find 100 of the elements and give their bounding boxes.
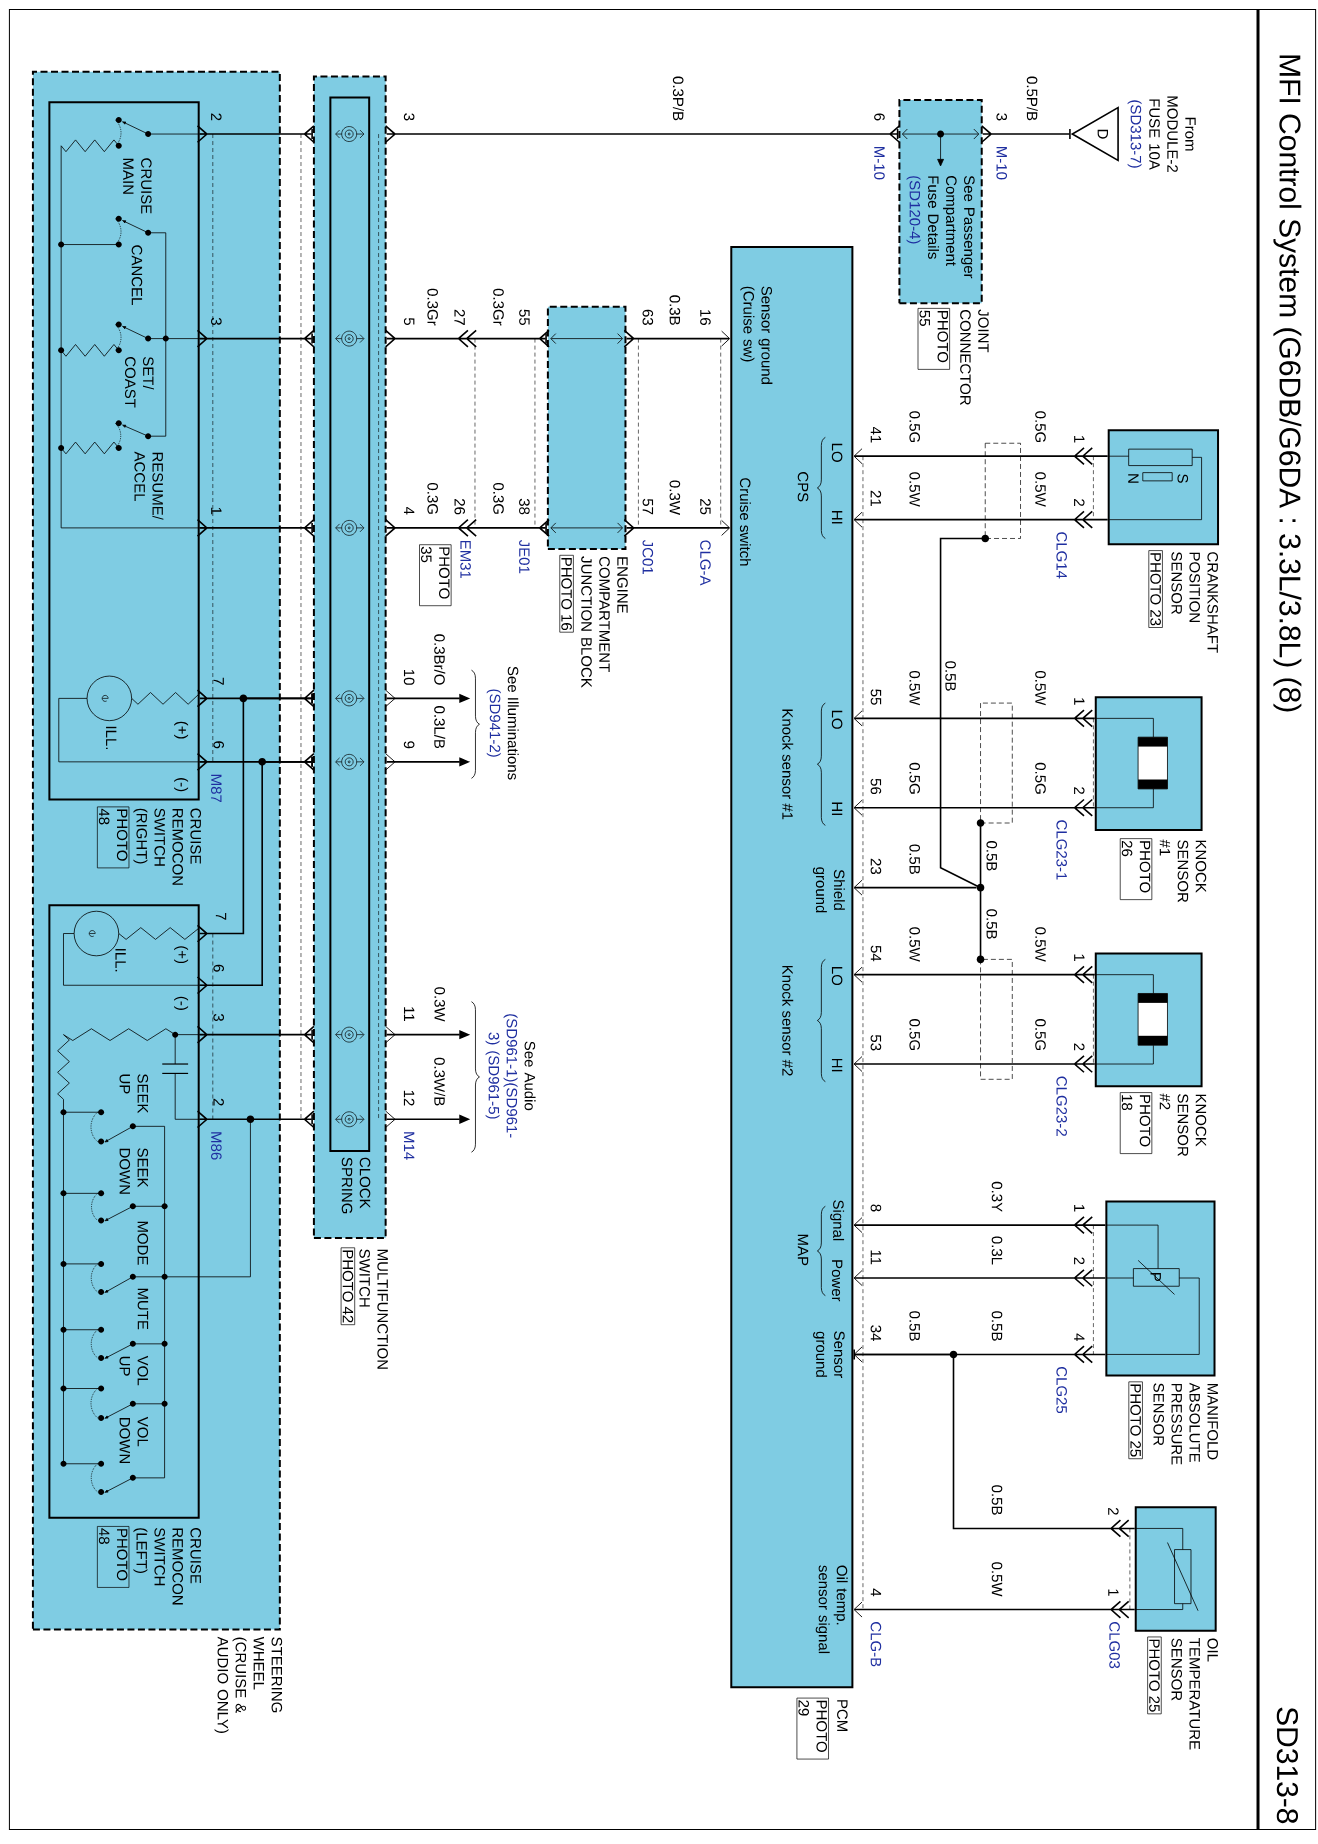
pin-number: 23 <box>870 858 882 875</box>
node-label: PHOTO 48 <box>98 808 128 861</box>
pin-number: 8 <box>870 1204 882 1212</box>
wire-code: 0.3G <box>493 483 504 514</box>
wire-arrow <box>196 125 315 144</box>
wire-code: 0.5W <box>909 472 920 507</box>
wire-arrow <box>384 125 901 144</box>
connector-id: CLG03 <box>1109 1622 1120 1669</box>
connector-id: CLG23-2 <box>1056 1076 1067 1136</box>
pin-number: 11 <box>870 1250 882 1265</box>
reference-text: See Audio (SD961-1)(SD961-3) (SD961-5) <box>485 1014 536 1138</box>
pin-number: 4 <box>870 1588 882 1597</box>
junction-block-box: ENGINE COMPARTMENT JUNCTION BLOCK PHOTO 16 <box>546 305 628 688</box>
pin-number: 55 <box>519 309 530 325</box>
node-label: MANIFOLD ABSOLUTE PRESSURE SENSOR <box>1153 1382 1219 1465</box>
wire-arrow <box>196 752 315 771</box>
pin-number: 2 <box>213 1098 224 1106</box>
connector-id: M-10 <box>874 147 885 180</box>
wire-arrow <box>196 518 315 537</box>
pin-number: 7 <box>213 677 224 685</box>
pin-number: 34 <box>870 1325 882 1342</box>
wire-code: 0.5B <box>991 1311 1003 1341</box>
node-label: STEERING WHEEL (CRUISE & AUDIO ONLY) <box>214 1636 283 1733</box>
wire-arrow <box>384 329 550 348</box>
wire-code: 0.5W <box>1035 472 1046 507</box>
node-label: PHOTO 16 <box>561 558 572 631</box>
wire-code: 0.5G <box>1035 411 1046 443</box>
switch-box: CRUISE MAIN CANCEL SET/ COAST RESUME/ ACCEL ILL. (+) (-) CRUISE REMOCON SWITCH (RIGHT) PHOTO 48 <box>48 101 201 885</box>
wire-arrow <box>196 1110 315 1129</box>
connector-id: JC01 <box>642 539 654 574</box>
wire-code: 0.3W/B <box>434 1057 446 1106</box>
connector-id: M87 <box>211 774 222 803</box>
pin-number: 63 <box>642 309 654 325</box>
pin-number: 12 <box>403 1090 415 1106</box>
wire-arrow <box>853 798 1096 817</box>
wire-code: 0.5W <box>909 671 920 706</box>
node-label: JOINT CONNECTOR <box>960 309 989 405</box>
pin-number: 4 <box>404 506 415 515</box>
pin-number: 1 <box>211 507 222 515</box>
wire-code: 0.3W <box>669 480 681 515</box>
wire-arrow <box>623 518 731 537</box>
connector-id: CLG23-1 <box>1056 820 1067 880</box>
switch-box: ILL. (+) (-) SEEK UP SEEK DOWN MODE MUTE VOL UP VOL DOWN CRUISE REMOCON SWITCH (LEFT) PHOTO 48 <box>48 904 201 1605</box>
wire-arrow <box>196 692 313 943</box>
pin-number: 1 <box>1108 1589 1119 1596</box>
wire-arrow <box>853 510 1109 529</box>
pin-number: 2 <box>1108 1507 1119 1515</box>
wire-arrow <box>853 1055 1096 1074</box>
reference-text: See Illuminations (SD941-2) <box>486 666 519 780</box>
node-label: PHOTO 29 <box>798 1700 828 1752</box>
wire-arrow <box>853 1600 1136 1619</box>
node-label: OIL TEMPERATURE SENSOR <box>1171 1638 1219 1750</box>
control-module-box: Sensor ground (Cruise sw) Cruise switch LO HI CPS LO HI Knock sensor #1 Shield ground LO HI Knock sensor #2 Signal Power MAP Sensor ground Oil temp. sensor signal PCM PHOTO 29 <box>730 245 854 1760</box>
source-note: From MODULE-2 FUSE 10A (SD313-7) <box>1127 96 1196 173</box>
pin-number: 5 <box>403 317 415 325</box>
pin-number: 16 <box>700 310 711 325</box>
pin-number: 3 <box>403 113 415 121</box>
node-label: PHOTO 48 <box>98 1528 128 1581</box>
wire-code: 0.5W <box>1035 671 1046 706</box>
wire-code: 0.5P/B <box>1026 76 1038 121</box>
pin-number: 6 <box>213 964 224 972</box>
node-label: PHOTO 23 <box>1150 553 1161 626</box>
node-label: CLOCK SPRING <box>341 1157 371 1214</box>
node-label: KNOCK SENSOR #1 <box>1159 839 1207 903</box>
pin-number: 3 <box>211 317 222 325</box>
pin-number: 2 <box>1074 1043 1085 1051</box>
sensor-box: OIL TEMPERATURE SENSOR PHOTO 25 <box>1134 1506 1218 1750</box>
wire-arrow <box>980 125 1071 144</box>
connector-id: M86 <box>211 1132 222 1160</box>
title: MFI Control System (G6DB/G6DA : 3.3L/3.8L) (8) <box>1273 55 1302 712</box>
wire-code: 0.5B <box>986 841 998 871</box>
node-label: KNOCK SENSOR #2 <box>1159 1093 1207 1157</box>
joint-connector-box: See Passenger Compartment Fuse Details (SD120-4) JOINT CONNECTOR PHOTO 55 <box>898 98 989 405</box>
connector-id: CLG-B <box>870 1622 882 1667</box>
page-number: SD313-8 <box>1276 1707 1299 1824</box>
wire-code: 0.5B <box>909 1311 920 1341</box>
pin-number: 56 <box>870 778 882 795</box>
wire-code: 0.5W <box>1035 927 1046 962</box>
pin-number: 2 <box>211 113 222 121</box>
pin-number: 57 <box>642 498 654 515</box>
pin-number: 21 <box>870 490 882 506</box>
wire-code: 0.3G <box>427 483 438 514</box>
pin-number: 27 <box>454 309 465 325</box>
wire-arrow <box>853 1348 1136 1538</box>
wire-arrow <box>853 965 1096 984</box>
pin-number: 25 <box>700 499 711 515</box>
pin-number: 41 <box>870 426 882 443</box>
connector-id: JE01 <box>519 539 530 574</box>
wire-code: 0.5G <box>909 762 920 794</box>
node-label: PCM <box>837 1700 848 1732</box>
pin-number: 55 <box>870 689 882 705</box>
clock-spring-box: CLOCK SPRING <box>329 96 371 1214</box>
wire-code: 0.5B <box>991 1485 1003 1515</box>
wire-code: 0.3L/B <box>434 706 446 749</box>
connector-id: CLG-A <box>700 540 711 586</box>
pin-number: 26 <box>454 499 465 515</box>
wire-code: 0.3B <box>669 295 681 325</box>
pin-number: 7 <box>215 913 227 920</box>
node-label: CRUISE REMOCON SWITCH (RIGHT) <box>133 808 202 885</box>
wire-code: 0.3Y <box>991 1181 1003 1212</box>
